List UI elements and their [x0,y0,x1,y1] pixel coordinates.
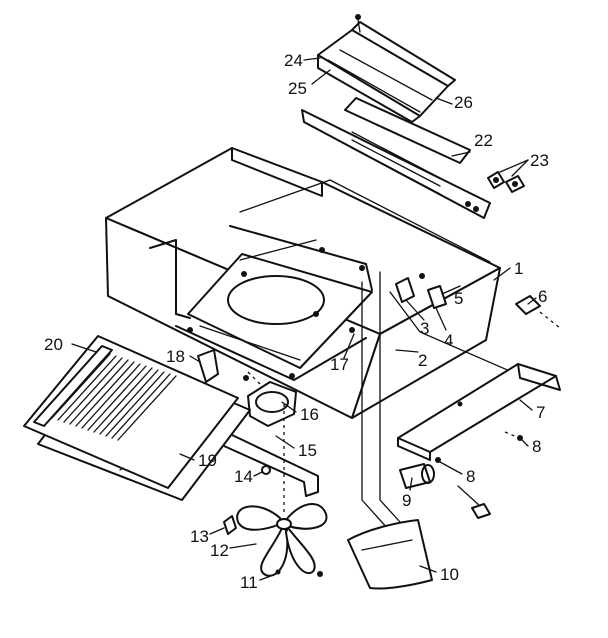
lamp-socket [399,463,491,519]
label-16: 16 [300,405,319,424]
label-25: 25 [288,79,307,98]
screw [419,273,425,279]
switch [395,277,415,303]
screw [435,457,441,463]
label-10: 10 [440,565,459,584]
part-labels: 24 25 26 22 23 1 6 5 4 3 2 7 8 8 9 10 17… [44,51,549,592]
label-26: 26 [454,93,473,112]
screw [223,515,323,577]
label-18: 18 [166,347,185,366]
label-5: 5 [454,289,463,308]
label-1: 1 [514,259,523,278]
motor [243,371,297,427]
label-15: 15 [298,441,317,460]
motor-bracket [215,433,319,497]
label-8b: 8 [466,467,475,486]
label-8a: 8 [532,437,541,456]
label-2: 2 [418,351,427,370]
nut [261,465,271,475]
damper-plate [344,97,471,164]
label-20: 20 [44,335,63,354]
clip [197,349,219,383]
label-23: 23 [530,151,549,170]
damper-cover [347,519,433,590]
connector [515,295,561,329]
label-7: 7 [536,403,545,422]
duct-connector [317,14,456,123]
label-17: 17 [330,355,349,374]
screw [275,569,281,575]
label-9: 9 [402,491,411,510]
screw [504,431,523,441]
fan-blade [236,404,328,577]
grille [23,335,239,489]
control-panel [301,109,491,219]
label-11: 11 [240,573,258,592]
label-22: 22 [474,131,493,150]
switch [427,285,447,309]
knob [505,175,525,193]
label-3: 3 [420,319,429,338]
knob [487,171,505,189]
label-12: 12 [210,541,229,560]
label-19: 19 [198,451,217,470]
label-6: 6 [538,287,547,306]
label-24: 24 [284,51,303,70]
screw [349,327,355,333]
label-13: 13 [190,527,209,546]
label-4: 4 [444,331,453,350]
label-14: 14 [234,467,253,486]
light-lens-bracket [397,363,561,461]
